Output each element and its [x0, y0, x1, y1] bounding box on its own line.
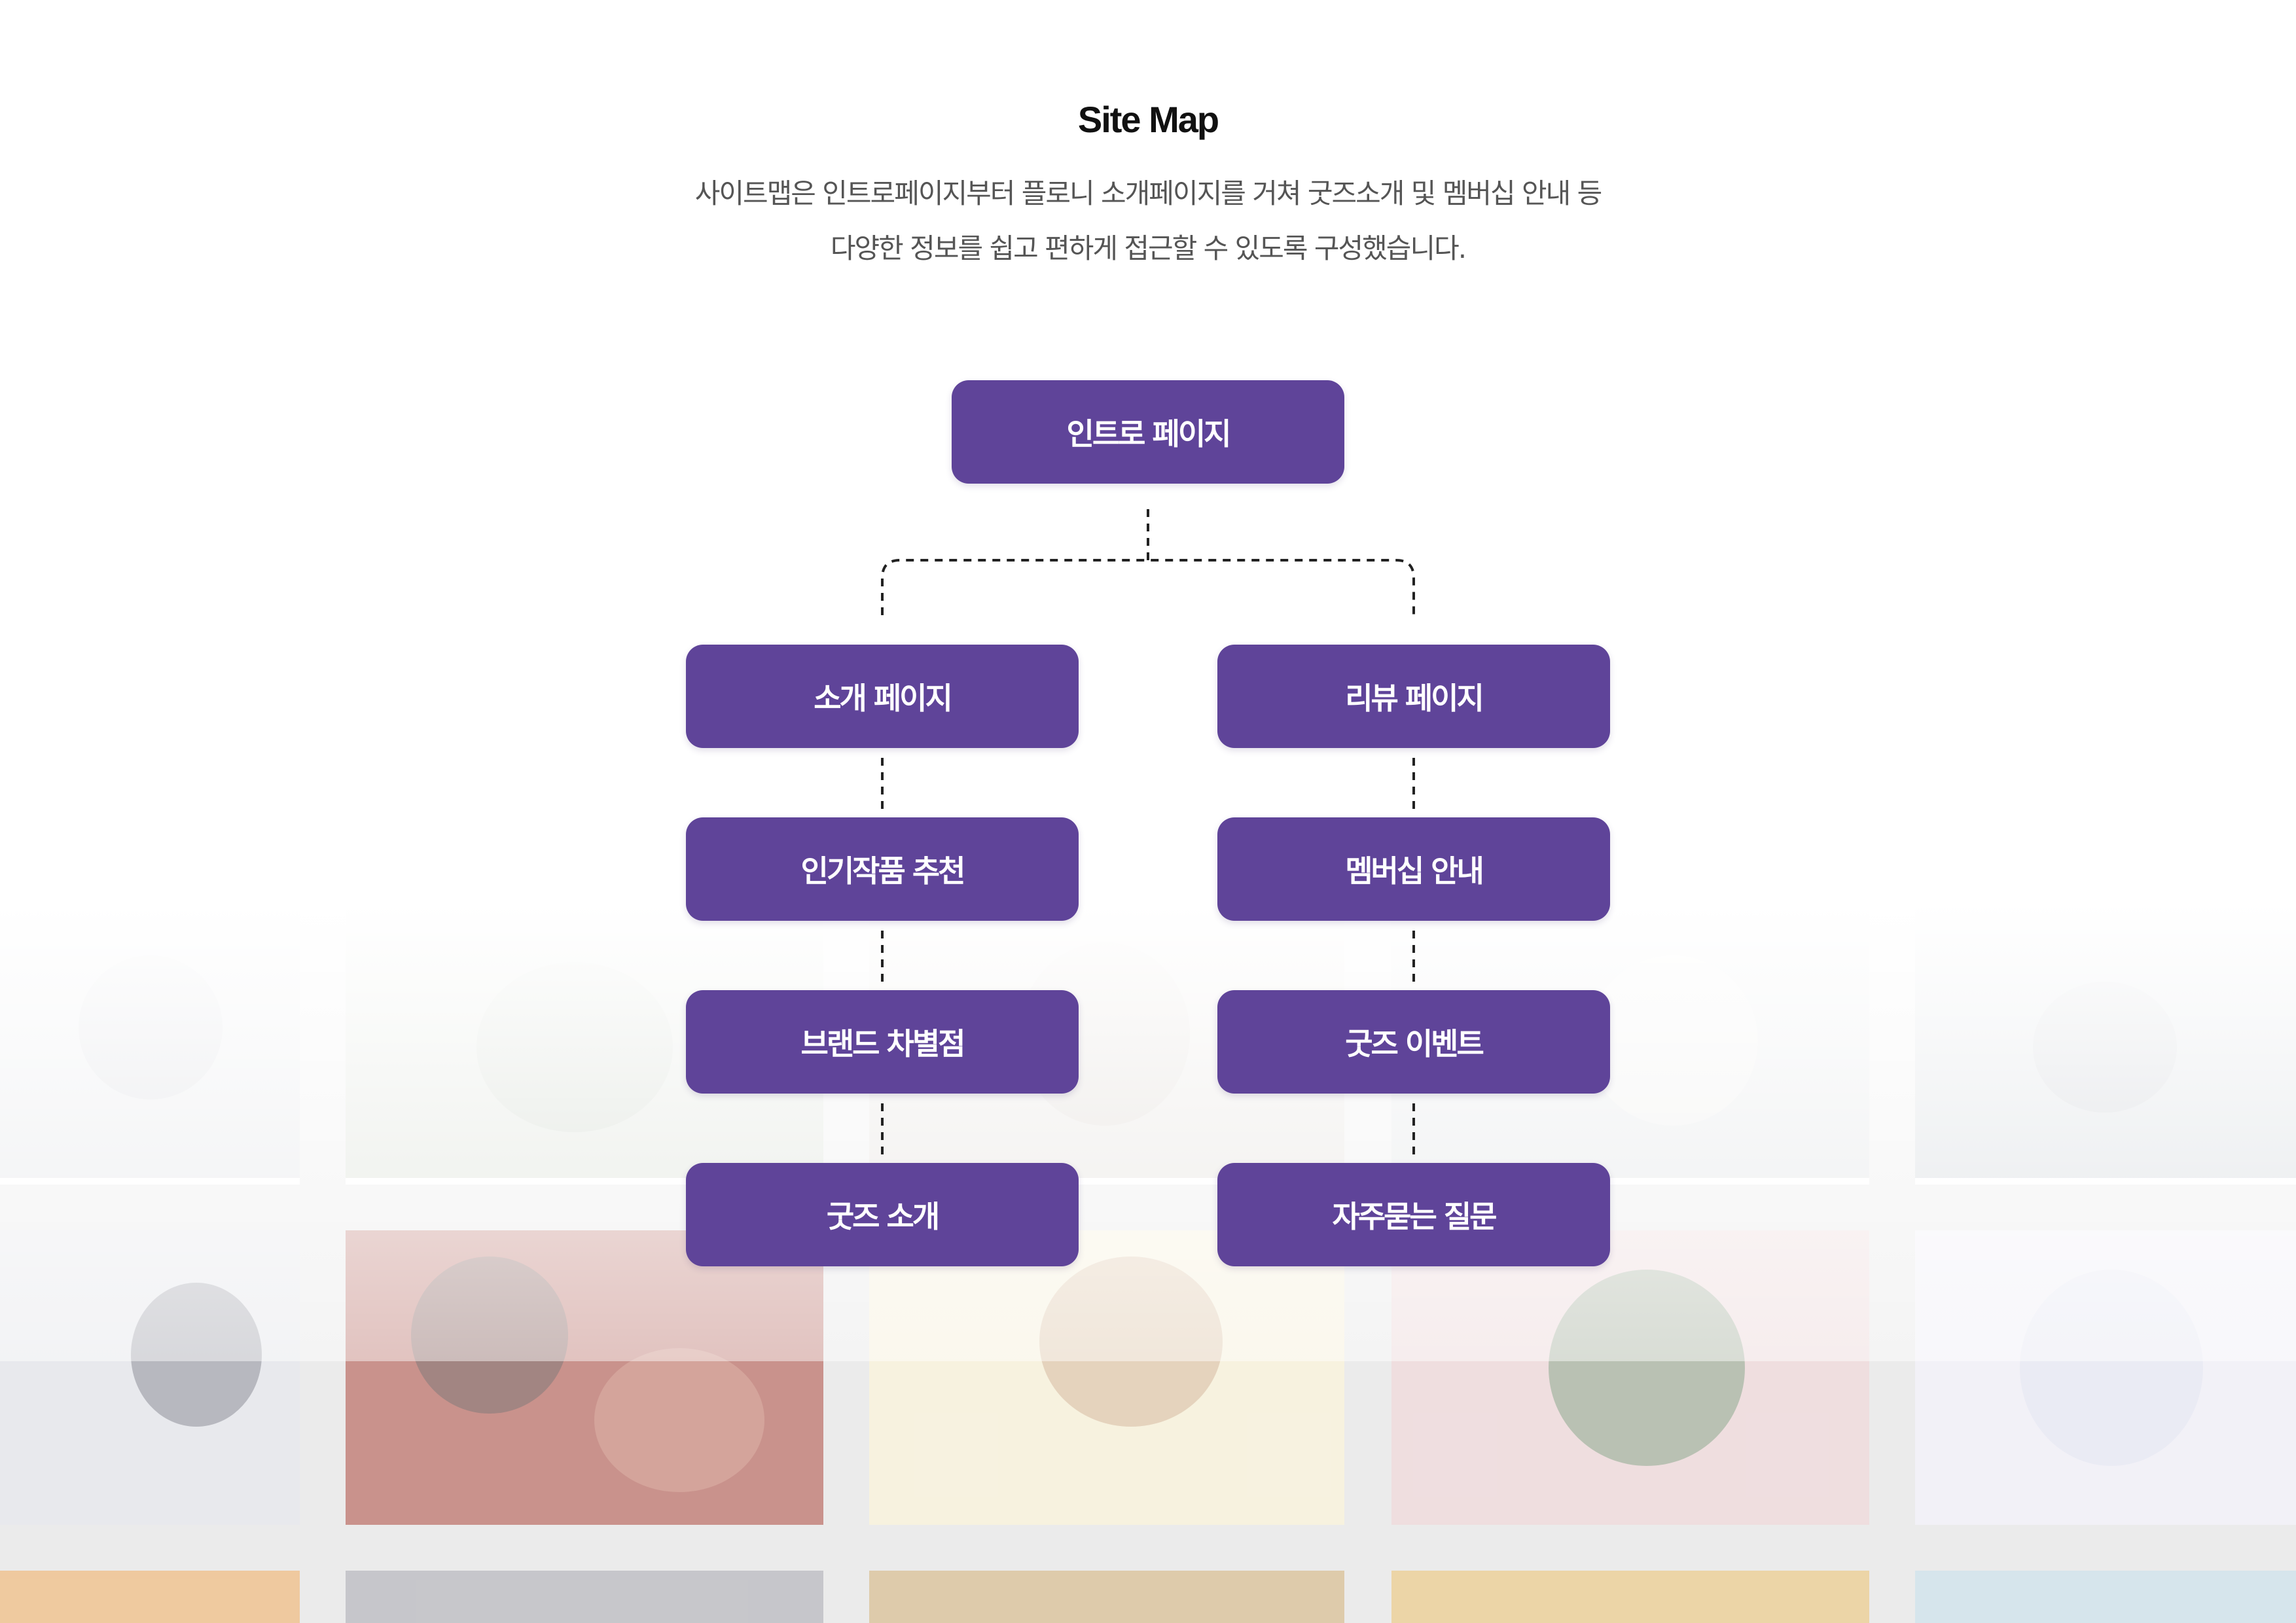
node-label: 인트로 페이지	[1066, 416, 1232, 452]
node-label: 소개 페이지	[814, 681, 953, 716]
node-goods-intro: 굿즈 소개	[686, 1163, 1079, 1266]
collage-thumbnail	[346, 1571, 823, 1623]
collage-thumbnail	[1391, 1571, 1869, 1623]
node-label: 인기작품 추천	[800, 853, 966, 889]
connector-root-to-branches	[881, 509, 1415, 615]
node-label: 멤버십 안내	[1345, 853, 1484, 889]
node-popular-recommendations: 인기작품 추천	[686, 817, 1079, 921]
node-membership-guide: 멤버십 안내	[1217, 817, 1610, 921]
node-review-page: 리뷰 페이지	[1217, 645, 1610, 748]
node-label: 굿즈 소개	[826, 1199, 940, 1234]
page-title: Site Map	[1077, 99, 1219, 140]
node-label: 자주묻는 질문	[1332, 1199, 1498, 1234]
node-goods-event: 굿즈 이벤트	[1217, 990, 1610, 1094]
node-about-page: 소개 페이지	[686, 645, 1079, 748]
page-description-line-2: 다양한 정보를 쉽고 편하게 접근할 수 있도록 구성했습니다.	[830, 232, 1467, 264]
node-brand-differentiation: 브랜드 차별점	[686, 990, 1079, 1094]
page-description-line-1: 사이트맵은 인트로페이지부터 플로니 소개페이지를 거쳐 굿즈소개 및 멤버십 …	[694, 177, 1603, 209]
node-label: 리뷰 페이지	[1345, 681, 1484, 716]
collage-thumbnail	[869, 1571, 1344, 1623]
node-label: 굿즈 이벤트	[1345, 1026, 1484, 1061]
collage-thumbnail	[0, 1571, 300, 1623]
node-label: 브랜드 차별점	[800, 1026, 966, 1061]
collage-thumbnail	[1915, 1571, 2296, 1623]
node-intro-page: 인트로 페이지	[952, 380, 1344, 484]
node-faq: 자주묻는 질문	[1217, 1163, 1610, 1266]
